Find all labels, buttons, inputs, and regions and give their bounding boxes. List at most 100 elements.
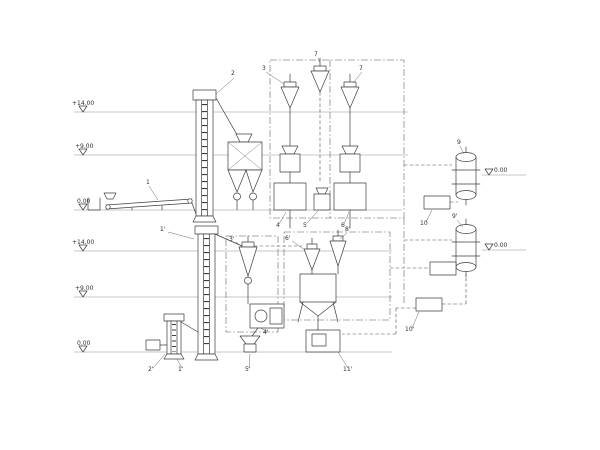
bucket-elevator-lower (194, 225, 243, 361)
feed-box (145, 339, 161, 351)
conveyor-feed-hopper (103, 192, 117, 200)
aspiration-boundary-lower (225, 231, 391, 333)
cyclone-cone (340, 86, 360, 109)
elevation-triangle-icon (78, 290, 88, 298)
elevation-labels: +14.00 +9.00 0.00 +14.00 +9.00 0.00 0.00… (72, 100, 508, 347)
rotary-valve (244, 276, 252, 285)
callout-label: 8' (345, 226, 351, 233)
callout-label: 7 (314, 51, 318, 58)
callout-labels: 1 2 3 7 7 4 5 6 9 9' 10 10' 1' 3' 6' 8' … (146, 51, 461, 373)
elevation-label: 0.00 (494, 242, 508, 249)
cyclone-cone (303, 248, 321, 271)
elevation-triangle-icons-left (78, 105, 88, 353)
callout-label: 9 (457, 139, 461, 146)
elevator-casing (166, 320, 182, 355)
callout-label: 6' (285, 235, 291, 242)
elevation-triangle-icon (484, 168, 494, 176)
grinder-machine-4p (249, 303, 285, 337)
callout-label: 4' (263, 329, 269, 336)
callout-label: 6 (341, 222, 345, 229)
cyclone-cone (329, 240, 347, 267)
discharge-cone (245, 169, 263, 193)
callout-label: 1' (160, 226, 166, 233)
callout-label: 5' (245, 366, 251, 373)
callout-label: 4 (276, 222, 280, 229)
intake-pit (87, 197, 101, 211)
callout-label: 2 (231, 70, 235, 77)
callout-label: 2' (148, 366, 154, 373)
rotary-valve (233, 192, 241, 201)
conveyor-pulley (187, 198, 193, 204)
rotor (254, 309, 268, 323)
dashed-duct-lines (254, 92, 467, 335)
sifter-inlet (235, 133, 253, 143)
elevation-label: +14.00 (72, 239, 94, 246)
discharge-chute (215, 97, 241, 141)
elevation-triangle-icon (78, 345, 88, 353)
bagging-device-5p (239, 335, 261, 353)
storage-bin-1 (273, 182, 307, 229)
packer-machine-11p (305, 329, 341, 353)
elevator-casing (195, 99, 214, 217)
filter-cylinder-9 (451, 146, 481, 206)
elevation-triangle-icon (78, 203, 88, 211)
cyclone-6p (303, 237, 321, 275)
surge-bin (297, 273, 339, 331)
callout-label: 1 (146, 179, 150, 186)
elevator-head (192, 89, 217, 101)
discharge-chute (214, 233, 243, 247)
rotary-valve (249, 192, 257, 201)
elevation-triangle-icon (484, 243, 494, 251)
mid-machine (313, 187, 331, 211)
fan-box-10b (429, 261, 457, 276)
cyclone-8p (329, 229, 347, 275)
elevation-triangle-icon (78, 105, 88, 113)
callout-label: 3 (262, 65, 266, 72)
mill-machine-2 (339, 145, 361, 184)
elevation-reference-lines-left (74, 111, 408, 353)
callout-label: 10' (405, 326, 415, 333)
cyclone-cone (310, 70, 330, 93)
callout-label: 5 (303, 222, 307, 229)
storage-bin-2 (333, 182, 367, 229)
fan-box-10a (423, 195, 451, 210)
aspiration-boundary-upper (269, 59, 405, 305)
cyclone-cone (280, 86, 300, 109)
cyclone-b (310, 57, 330, 93)
elevation-triangle-icon (78, 148, 88, 156)
cyclone-a (280, 73, 300, 147)
elevation-label: 0.00 (77, 198, 91, 205)
elevator-boot (194, 353, 219, 361)
elevator-boot (192, 215, 217, 223)
elevation-reference-lines-right (482, 168, 526, 251)
callout-label: 11' (343, 366, 353, 373)
discharge-cone (227, 169, 247, 193)
filter-cylinder-9p (451, 218, 481, 278)
elevation-label: 0.00 (77, 340, 91, 347)
conveyor-pulley (105, 204, 111, 210)
callout-leaders (148, 57, 465, 369)
elevation-label: +14.00 (72, 100, 94, 107)
callout-label: 7 (359, 65, 363, 72)
elevation-label: +9.00 (75, 285, 94, 292)
mill-machine-1 (279, 145, 301, 184)
discharge-chute (180, 321, 199, 333)
elevation-label: 0.00 (494, 167, 508, 174)
callout-label: 10 (420, 220, 428, 227)
sifter-machine (227, 133, 263, 211)
callout-label: 1' (178, 366, 184, 373)
inclined-conveyor-1 (103, 192, 197, 215)
motor (269, 307, 283, 325)
elevator-boot (163, 353, 185, 360)
elevation-triangle-icon (78, 244, 88, 252)
cyclone-c (340, 73, 360, 147)
elevator-head (163, 313, 185, 322)
elevation-label: +9.00 (75, 143, 94, 150)
elevator-head (194, 225, 219, 235)
small-elevator-2p (145, 313, 199, 360)
fan-box-10p (415, 297, 443, 312)
cyclone-3p (238, 235, 258, 305)
callout-label: 3' (229, 236, 235, 243)
